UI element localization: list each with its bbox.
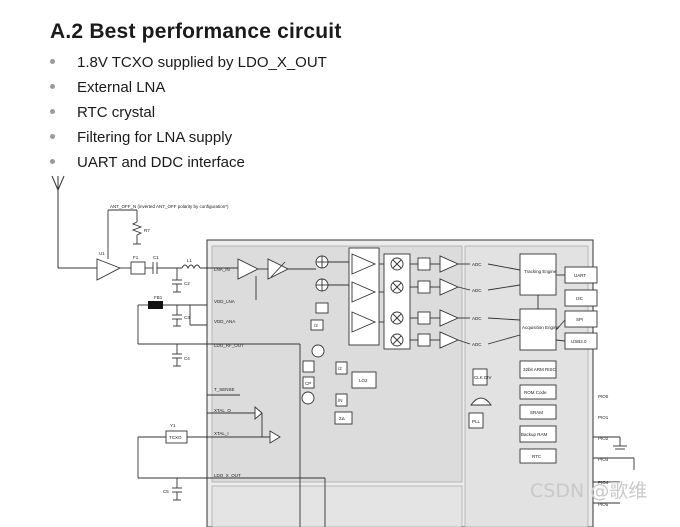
div-block-1: /2 bbox=[314, 323, 318, 328]
backup-ram: Backup RAM bbox=[521, 432, 548, 437]
feature-list: 1.8V TCXO supplied by LDO_X_OUT External… bbox=[50, 50, 327, 175]
uart-block: UART bbox=[574, 273, 586, 278]
page-title: A.2 Best performance circuit bbox=[50, 20, 342, 43]
pio-0: PIO0 bbox=[598, 394, 609, 399]
list-item: External LNA bbox=[50, 75, 327, 100]
pin-t-sense: T_SENSE bbox=[214, 387, 235, 392]
arm-risc: 32bit ARM RISC bbox=[523, 367, 557, 372]
antenna-icon bbox=[51, 175, 65, 268]
div-block-3: /N bbox=[338, 398, 343, 403]
sigma-delta-block: ΣΔ bbox=[339, 416, 345, 421]
list-item: Filtering for LNA supply bbox=[50, 125, 327, 150]
bullet-icon bbox=[50, 133, 55, 139]
pin-lna-in: LNA_IN bbox=[214, 267, 230, 272]
ant-off-label: ANT_OFF_N (inverted ANT_OFF polarity by … bbox=[110, 204, 229, 209]
pin-ldo-x-out: LDO_X_OUT bbox=[214, 473, 241, 478]
c5-label: C5 bbox=[163, 489, 169, 494]
ferrite-bead bbox=[148, 301, 163, 309]
bullet-icon bbox=[50, 58, 55, 64]
lo2-block: LO2 bbox=[359, 378, 368, 383]
usb-block: USB2.0 bbox=[571, 339, 587, 344]
pio-4: PIO4 bbox=[598, 480, 609, 485]
bullet-icon bbox=[50, 83, 55, 89]
pin-vdd-lna: VDD_LNA bbox=[214, 299, 235, 304]
l1-label: L1 bbox=[187, 258, 193, 263]
div-block-2: /2 bbox=[338, 366, 342, 371]
c2-label: C2 bbox=[184, 281, 190, 286]
tcxo-block bbox=[165, 430, 188, 444]
bullet-icon bbox=[50, 158, 55, 164]
r7-label: R7 bbox=[144, 228, 150, 233]
watermark: CSDN @歌维 bbox=[530, 480, 648, 502]
adc-4: ADC bbox=[472, 342, 482, 347]
c1-label: C1 bbox=[153, 255, 159, 260]
pio-2: PIO2 bbox=[598, 436, 609, 441]
adc-1: ADC bbox=[472, 262, 482, 267]
lna-amplifier bbox=[96, 258, 122, 281]
pio-3: PIO3 bbox=[598, 457, 609, 462]
list-item: UART and DDC interface bbox=[50, 150, 327, 175]
list-item: 1.8V TCXO supplied by LDO_X_OUT bbox=[50, 50, 327, 75]
rtc: RTC bbox=[532, 454, 542, 459]
pio-5: PIO5 bbox=[598, 502, 609, 507]
y1-label: Y1 bbox=[170, 423, 176, 428]
tracking-engine: Tracking Engine bbox=[524, 269, 557, 274]
fb1-label: FB1 bbox=[154, 295, 163, 300]
cp-block: CP bbox=[305, 381, 311, 386]
pin-xtal-i: XTAL_I bbox=[214, 431, 229, 436]
tcxo-label: TCXO bbox=[169, 435, 182, 440]
c3-label: C3 bbox=[184, 315, 190, 320]
u1-label: U1 bbox=[99, 251, 105, 256]
acquisition-engine: Acquisition Engine bbox=[522, 325, 560, 330]
spi-block: SPI bbox=[576, 317, 583, 322]
i2c-block: I2C bbox=[576, 296, 584, 301]
adc-3: ADC bbox=[472, 316, 482, 321]
rom-code: ROM Code bbox=[524, 390, 547, 395]
list-item: RTC crystal bbox=[50, 100, 327, 125]
pin-ldo-rf-out: LDO_RF_OUT bbox=[214, 343, 244, 348]
pin-xtal-o: XTAL_O bbox=[214, 408, 231, 413]
saw-filter bbox=[130, 261, 146, 275]
pio-1: PIO1 bbox=[598, 415, 609, 420]
sram: SRAM bbox=[530, 410, 543, 415]
bullet-icon bbox=[50, 108, 55, 114]
c4-label: C4 bbox=[184, 356, 190, 361]
f1-label: F1 bbox=[133, 255, 139, 260]
chip-ldo-region bbox=[211, 485, 463, 527]
pin-vdd-ana: VDD_ANA bbox=[214, 319, 235, 324]
adc-2: ADC bbox=[472, 288, 482, 293]
clk-div-block: CLK DIV bbox=[474, 375, 492, 380]
pll-block: PLL bbox=[472, 419, 481, 424]
